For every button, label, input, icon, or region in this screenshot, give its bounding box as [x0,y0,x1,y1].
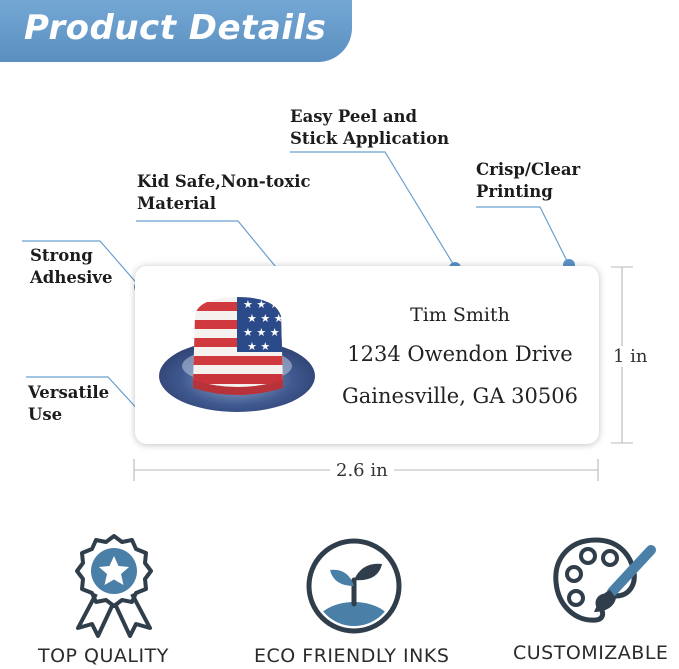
strong-leader-line [22,240,141,288]
callout-easy-peel: Easy Peel and Stick Application [290,107,450,148]
award-badge-icon [75,534,153,638]
callout-kid-safe: Kid Safe,Non-toxic Material [137,172,311,213]
height-dimension-label: 1 in [611,346,650,367]
city-state-zip: Gainesville, GA 30506 [342,384,578,408]
american-flag-hat-icon: ★ ★ ★ ★ ★ ★ ★ ★ ★ ★ ★ [159,297,315,412]
palette-brush-icon [553,537,656,623]
crisp-leader-line [476,206,570,266]
width-dimension-label: 2.6 in [330,460,394,481]
street-address: 1234 Owendon Drive [347,342,573,366]
feature-label-top-quality: TOP QUALITY [38,645,169,667]
svg-text:★ ★: ★ ★ [247,340,270,353]
easy-peel-leader-line [290,151,456,268]
versatile-leader-line [26,376,142,414]
address-label: ★ ★ ★ ★ ★ ★ ★ ★ ★ ★ ★ Tim Smith 1234 Owe… [135,266,599,444]
header-banner: Product Details [0,0,352,62]
sprout-icon [306,538,402,634]
kid-safe-leader-line [136,220,281,273]
feature-label-eco-friendly-inks: ECO FRIENDLY INKS [254,645,450,667]
feature-label-customizable: CUSTOMIZABLE [513,642,669,664]
callout-versatile-use: Versatile Use [28,383,110,424]
callout-strong-adhesive: Strong Adhesive [30,246,113,287]
recipient-name: Tim Smith [410,304,510,326]
callout-crisp-printing: Crisp/Clear Printing [476,160,581,201]
page-title: Product Details [24,8,327,48]
svg-text:★ ★ ★: ★ ★ ★ [247,312,284,325]
svg-text:★ ★ ★: ★ ★ ★ [243,326,280,339]
svg-text:★ ★ ★: ★ ★ ★ [243,298,280,311]
